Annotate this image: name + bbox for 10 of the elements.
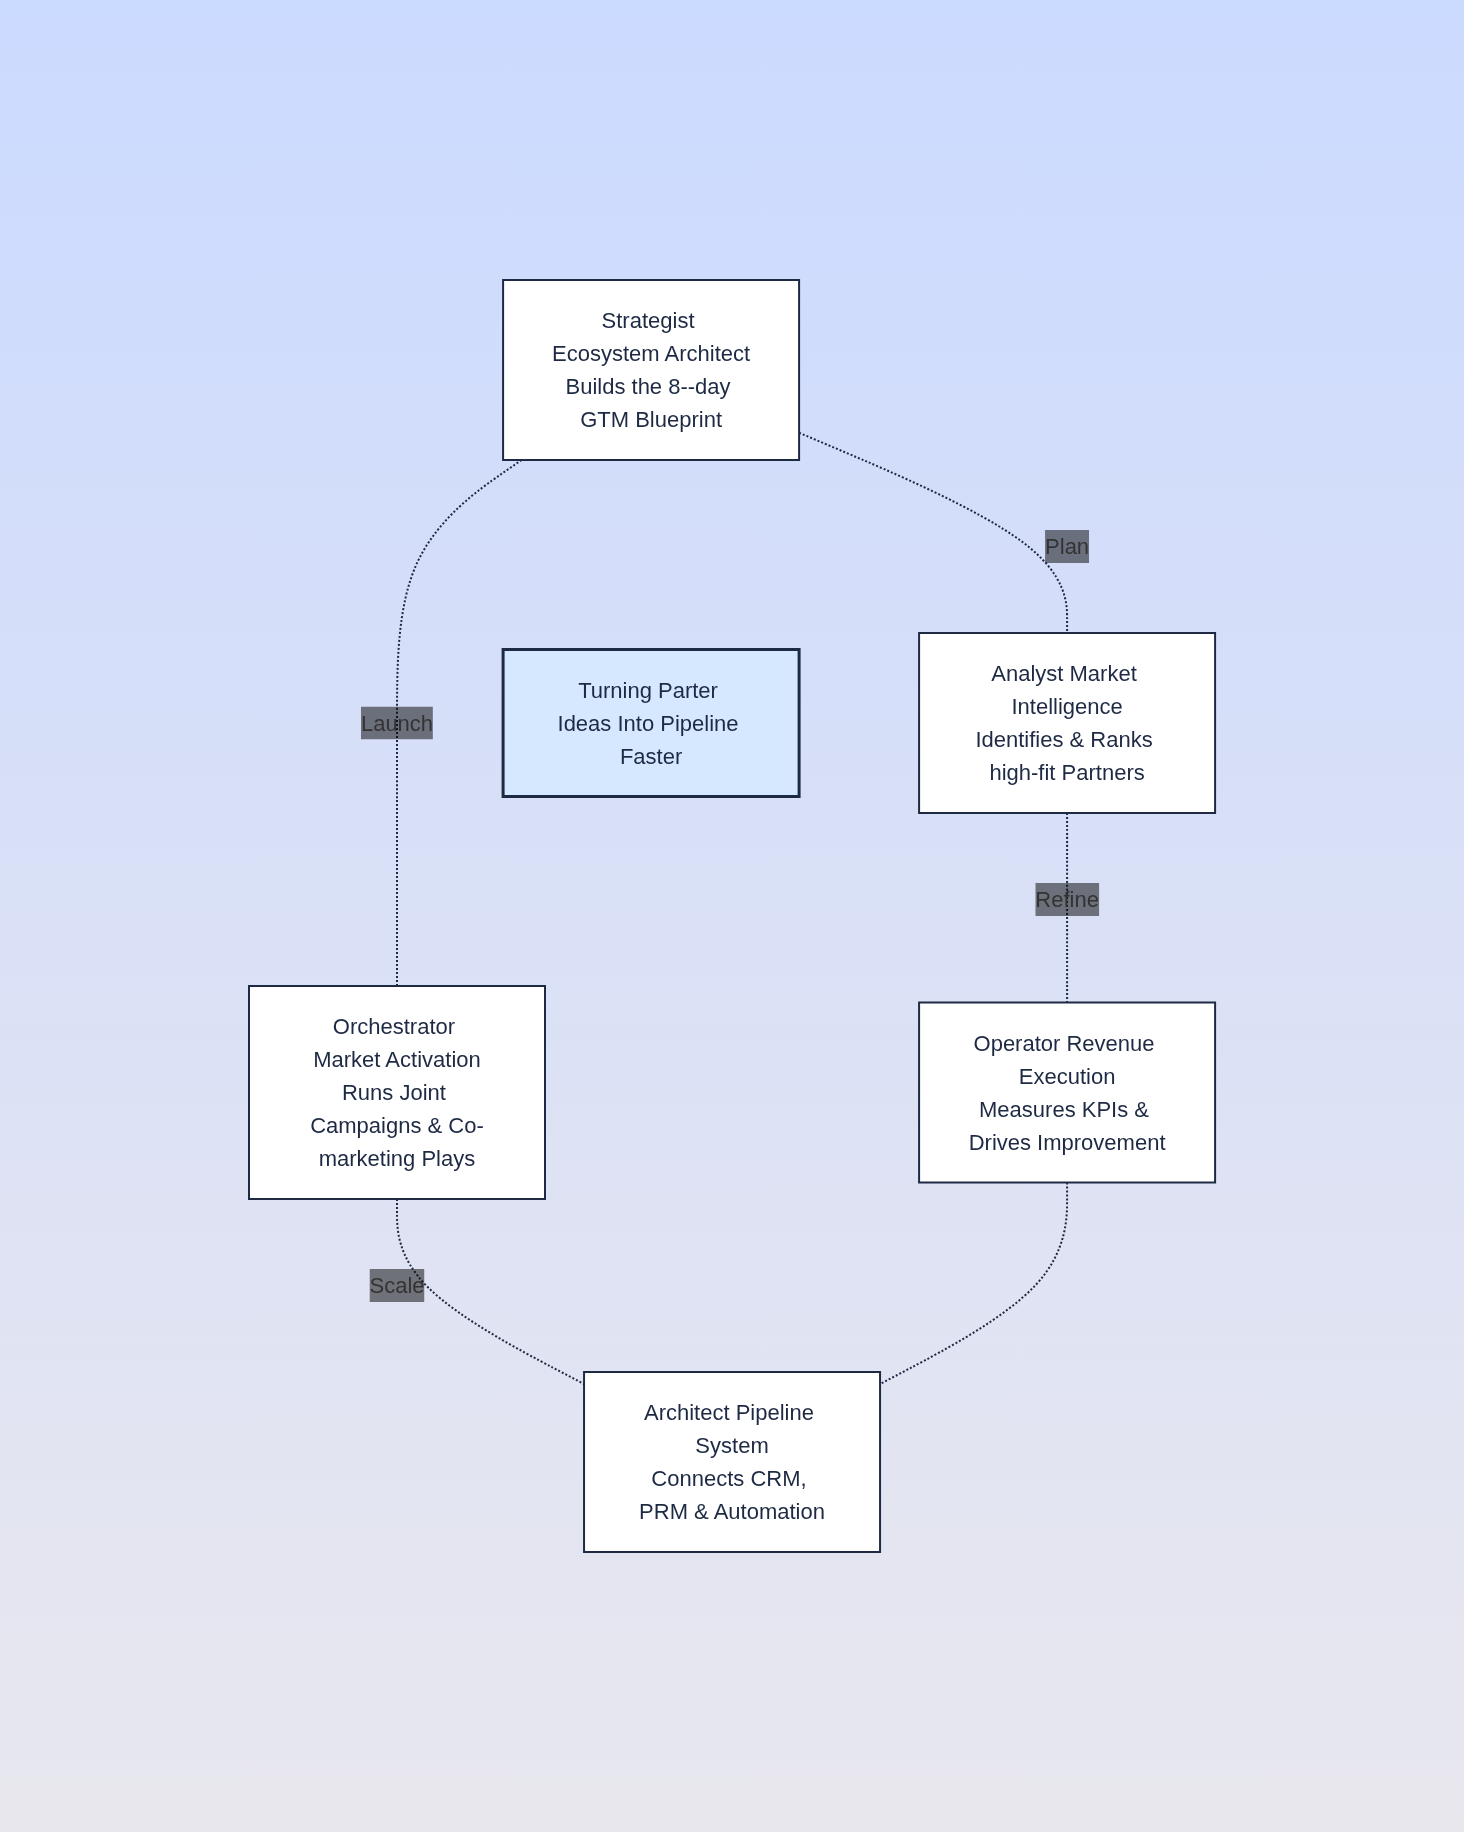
edge-label: Launch: [360, 710, 434, 736]
node-box: Architect Pipeline System Connects CRM, PRM & Automation: [583, 1371, 881, 1553]
edge-label: Scale: [369, 1273, 425, 1298]
node-box: Orchestrator Market Activation Runs Joint Campaigns & Co-marketing Plays: [247, 985, 546, 1200]
node-box: Operator Revenue Execution Measures KPIs & Drives Improvement: [918, 1001, 1217, 1184]
node-box: Analyst Market Intelligence Identifies & Ranks high-fit Partners: [918, 632, 1217, 814]
edge-label: Plan: [1045, 534, 1090, 559]
node-box: Strategist Ecosystem Architect Builds the 8--day GTM Blueprint: [502, 279, 801, 461]
edge-label: Refine: [1035, 887, 1099, 912]
node-box: Turning Parter Ideas Into Pipeline Faster: [501, 648, 801, 798]
